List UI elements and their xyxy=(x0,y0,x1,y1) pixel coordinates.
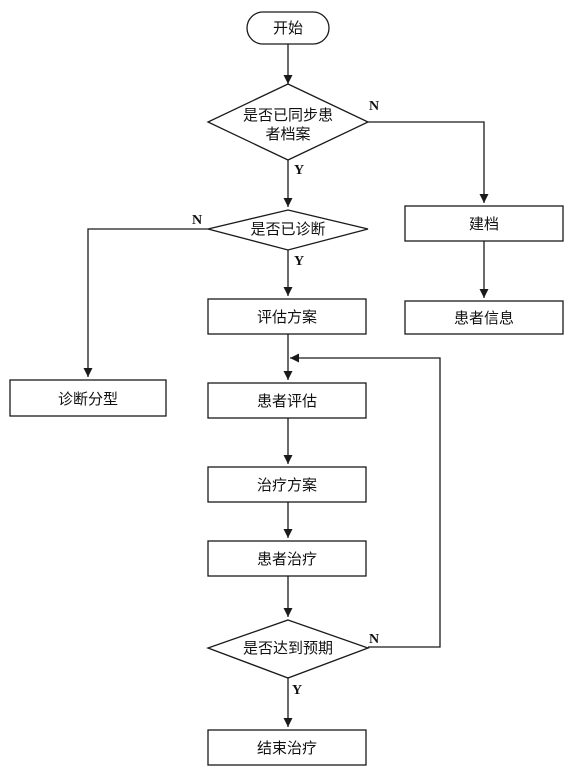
goal-check-label: 是否达到预期 xyxy=(243,639,333,657)
node-create-record: 建档 xyxy=(404,205,564,242)
node-sync-check: 是否已同步患 者档案 xyxy=(206,83,370,161)
diagnosed-check-diamond xyxy=(207,209,369,251)
patient-treat-box xyxy=(207,540,367,577)
eval-plan-label: 评估方案 xyxy=(257,308,317,326)
end-treat-label: 结束治疗 xyxy=(257,739,317,757)
goal-check-diamond xyxy=(206,619,370,679)
node-start: 开始 xyxy=(246,11,330,45)
create-record-label: 建档 xyxy=(469,215,499,233)
node-goal-check: 是否达到预期 xyxy=(206,619,370,679)
patient-info-box xyxy=(404,300,564,335)
node-patient-treat: 患者治疗 xyxy=(207,540,367,577)
edges xyxy=(83,44,489,727)
patient-info-label: 患者信息 xyxy=(454,309,514,327)
node-patient-eval: 患者评估 xyxy=(207,382,367,419)
diag-type-label: 诊断分型 xyxy=(58,390,118,408)
create-record-box xyxy=(404,205,564,242)
patient-eval-label: 患者评估 xyxy=(257,392,317,410)
edge-labels: N Y N Y N Y xyxy=(192,99,379,698)
patient-eval-box xyxy=(207,382,367,419)
node-end-treat: 结束治疗 xyxy=(207,729,367,766)
start-terminal-shape xyxy=(246,11,330,45)
diag-yes-label: Y xyxy=(294,254,304,269)
diag-no-label: N xyxy=(192,213,202,228)
diag-type-box xyxy=(9,379,167,417)
sync-no-label: N xyxy=(369,99,379,114)
sync-yes-label: Y xyxy=(294,163,304,178)
diagnosed-check-label: 是否已诊断 xyxy=(250,220,325,238)
treat-plan-box xyxy=(207,466,367,503)
goal-no-label: N xyxy=(369,632,379,647)
goal-yes-label: Y xyxy=(292,683,302,698)
node-eval-plan: 评估方案 xyxy=(207,298,367,335)
node-treat-plan: 治疗方案 xyxy=(207,466,367,503)
edge-goal-no-loop xyxy=(290,353,441,648)
node-patient-info: 患者信息 xyxy=(404,300,564,335)
sync-check-label-line1: 是否已同步患 xyxy=(243,106,333,124)
node-diag-type: 诊断分型 xyxy=(9,379,167,417)
node-diagnosed-check: 是否已诊断 xyxy=(207,209,369,251)
sync-check-label-line2: 者档案 xyxy=(265,125,310,143)
end-treat-box xyxy=(207,729,367,766)
sync-check-diamond xyxy=(206,83,370,161)
eval-plan-box xyxy=(207,298,367,335)
start-label: 开始 xyxy=(273,19,303,37)
edge-sync-no-to-create xyxy=(368,121,489,203)
patient-treat-label: 患者治疗 xyxy=(257,550,317,568)
edge-diagnosed-no-to-diagtype xyxy=(83,228,208,377)
treat-plan-label: 治疗方案 xyxy=(257,476,317,494)
